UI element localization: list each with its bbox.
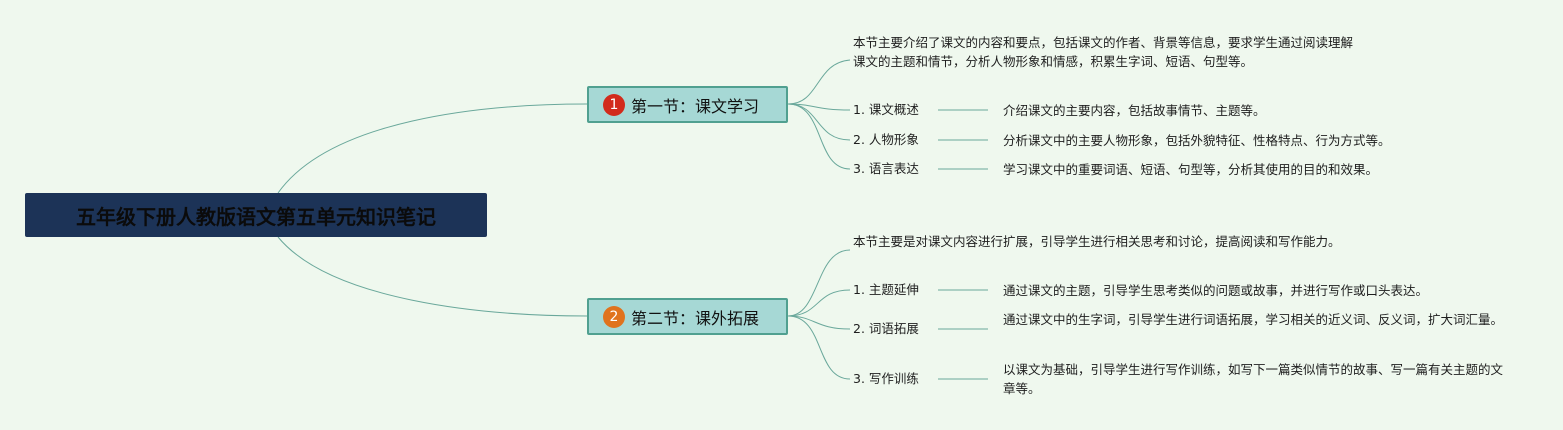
section-1-summary: 本节主要介绍了课文的内容和要点，包括课文的作者、背景等信息，要求学生通过阅读理解… — [853, 35, 1354, 69]
link-s1-summary — [787, 59, 851, 105]
section-2-topic[interactable]: 2 第二节：课外拓展 — [587, 298, 788, 335]
root-topic-title: 五年级下册人教版语文第五单元知识笔记 — [76, 204, 436, 229]
link-root-section-2 — [277, 236, 588, 317]
section-2-item-1-desc: 通过课文的主题，引导学生思考类似的问题或故事，并进行写作或口头表达。 — [1003, 283, 1429, 298]
section-2-item-3-desc: 以课文为基础，引导学生进行写作训练，如写下一篇类似情节的故事、写一篇有关主题的文… — [1003, 362, 1504, 396]
section-1-item-1-label[interactable]: 1. 课文概述 — [853, 102, 919, 117]
root-topic[interactable]: 五年级下册人教版语文第五单元知识笔记 — [25, 193, 487, 237]
link-s1-item3 — [787, 103, 851, 170]
link-s2-summary — [787, 249, 851, 317]
section-1-item-1-desc: 介绍课文的主要内容，包括故事情节、主题等。 — [1003, 103, 1266, 118]
section-2-number-badge: 2 — [603, 305, 625, 328]
section-1-item-2-label[interactable]: 2. 人物形象 — [853, 132, 919, 147]
section-2-summary: 本节主要是对课文内容进行扩展，引导学生进行相关思考和讨论，提高阅读和写作能力。 — [853, 234, 1341, 249]
section-1-item-3-desc: 学习课文中的重要词语、短语、句型等，分析其使用的目的和效果。 — [1003, 162, 1379, 177]
section-2-title: 第二节：课外拓展 — [631, 308, 760, 328]
link-s2-item1 — [787, 289, 851, 317]
section-1-title: 第一节：课文学习 — [631, 96, 760, 116]
link-s2-item3 — [787, 315, 851, 380]
link-root-section-1 — [277, 103, 588, 194]
section-1-item-3-label[interactable]: 3. 语言表达 — [853, 161, 919, 176]
section-2-item-3-label[interactable]: 3. 写作训练 — [853, 371, 919, 386]
section-2-item-2-label[interactable]: 2. 词语拓展 — [853, 321, 919, 336]
section-2-item-2-desc: 通过课文中的生字词，引导学生进行词语拓展，学习相关的近义词、反义词，扩大词汇量。 — [1003, 312, 1504, 327]
section-1-number-badge: 1 — [603, 93, 625, 116]
section-1-item-2-desc: 分析课文中的主要人物形象，包括外貌特征、性格特点、行为方式等。 — [1003, 133, 1391, 148]
section-1-topic[interactable]: 1 第一节：课文学习 — [587, 86, 788, 123]
section-2-item-1-label[interactable]: 1. 主题延伸 — [853, 282, 919, 297]
